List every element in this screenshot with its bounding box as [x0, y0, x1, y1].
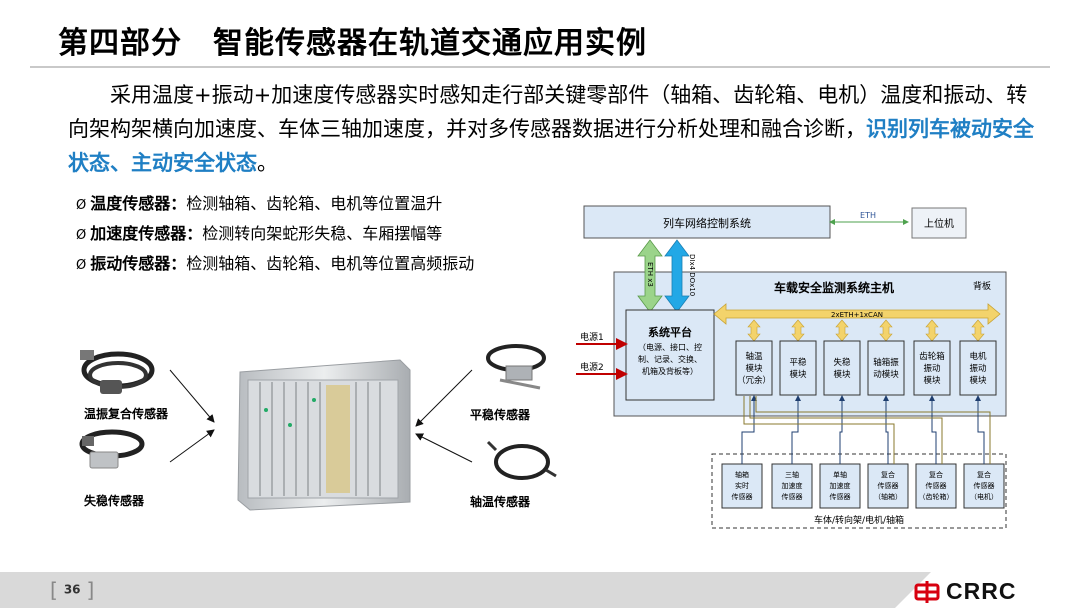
arrow-to-chassis — [416, 370, 472, 426]
intro-end: 。 — [257, 151, 278, 175]
bullet-desc: 检测轴箱、齿轮箱、电机等位置高频振动 — [186, 254, 474, 273]
ride-sensor-label: 平稳传感器 — [470, 406, 530, 423]
sensor-label: （电机） — [970, 492, 998, 501]
module-label: 振动 — [969, 363, 987, 374]
sensor-label: 实时 — [735, 481, 749, 490]
instability-sensor-icon — [82, 432, 142, 468]
eth-label: ETH — [860, 211, 876, 220]
bullet-item: Ø 温度传感器：检测轴箱、齿轮箱、电机等位置温升 — [76, 190, 474, 220]
page-number-value: 36 — [64, 583, 81, 597]
sensor-label: 传感器 — [974, 481, 995, 490]
sensor-label: 传感器 — [926, 481, 947, 490]
axle-temp-sensor-label: 轴温传感器 — [470, 493, 530, 510]
power2-label: 电源2 — [580, 361, 604, 373]
module-box — [824, 341, 860, 395]
sensor-label: 加速度 — [782, 481, 803, 490]
footer-bar — [0, 572, 895, 608]
sensor-label: 传感器 — [782, 492, 803, 501]
axle-temp-sensor-icon — [488, 442, 556, 478]
sensor-label: 传感器 — [878, 481, 899, 490]
module-box — [780, 341, 816, 395]
upper-computer-label: 上位机 — [924, 217, 954, 230]
sensor-label: 复合 — [881, 470, 895, 479]
bullet-label: 温度传感器： — [90, 194, 186, 213]
module-label: 模块 — [833, 369, 851, 380]
sensor-label: 传感器 — [830, 492, 851, 501]
bullet-marker: Ø — [76, 258, 86, 273]
module-label: 失稳 — [833, 357, 851, 368]
crrc-logo-icon — [914, 581, 940, 603]
system-architecture-diagram: 列车网络控制系统 ETH 上位机 车载安全监测系统主机 背板 ETH x3 DI… — [572, 196, 1012, 536]
module-label: 动模块 — [873, 369, 899, 380]
sensor-label: 单轴 — [833, 470, 847, 479]
bullet-label: 振动传感器： — [90, 254, 186, 273]
bus-label: 2xETH+1xCAN — [831, 311, 883, 319]
platform-line: 制、记录、交换、 — [638, 354, 702, 364]
module-label: 电机 — [969, 351, 987, 362]
sensor-label: 复合 — [929, 470, 943, 479]
sensor-label: 轴箱 — [735, 470, 749, 479]
platform-title: 系统平台 — [648, 325, 692, 339]
brand-logo: CRRC — [914, 578, 1016, 605]
bullet-marker: Ø — [76, 198, 86, 213]
intro-paragraph: 采用温度+振动+加速度传感器实时感知走行部关键零部件（轴箱、齿轮箱、电机）温度和… — [68, 78, 1038, 180]
backplane-label: 背板 — [973, 280, 991, 292]
sensor-label: 复合 — [977, 470, 991, 479]
brand-name: CRRC — [946, 578, 1016, 605]
bullet-desc: 检测轴箱、齿轮箱、电机等位置温升 — [186, 194, 442, 213]
module-label: 模块 — [969, 375, 987, 386]
arrow-to-chassis — [170, 370, 214, 422]
module-label: 轴箱振 — [873, 357, 899, 368]
page-title: 第四部分 智能传感器在轨道交通应用实例 — [58, 18, 647, 62]
module-box — [868, 341, 904, 395]
host-title: 车载安全监测系统主机 — [774, 280, 894, 295]
sensor-group-label: 车体/转向架/电机/轴箱 — [814, 514, 904, 526]
module-label: 齿轮箱 — [919, 351, 945, 362]
host-chassis-photo — [238, 360, 410, 510]
eth-x3-label: ETH x3 — [646, 262, 654, 287]
bullet-marker: Ø — [76, 228, 86, 243]
module-label: 模块 — [789, 369, 807, 380]
title-divider — [30, 66, 1050, 68]
instability-sensor-label: 失稳传感器 — [84, 492, 144, 509]
bullet-desc: 检测转向架蛇形失稳、车厢摆幅等 — [202, 224, 442, 243]
page-number: [36] — [44, 578, 100, 602]
sensor-label: 传感器 — [732, 492, 753, 501]
module-label: （冗余） — [737, 375, 771, 386]
sensor-label: 加速度 — [830, 481, 851, 490]
module-label: 模块 — [923, 375, 941, 386]
power1-label: 电源1 — [580, 331, 604, 343]
ride-sensor-icon — [488, 346, 544, 388]
platform-line: 机箱及背板等） — [642, 366, 698, 376]
sensor-label: 三轴 — [785, 470, 799, 479]
module-label: 轴温 — [745, 351, 763, 362]
sensor-label: （齿轮箱） — [919, 492, 954, 501]
bullet-label: 加速度传感器： — [90, 224, 202, 243]
sensor-bullet-list: Ø 温度传感器：检测轴箱、齿轮箱、电机等位置温升 Ø 加速度传感器：检测转向架蛇形失… — [76, 190, 474, 280]
sensor-label: （轴箱） — [874, 492, 902, 501]
module-label: 平稳 — [789, 357, 807, 368]
temp-vib-sensor-label: 温振复合传感器 — [84, 405, 168, 422]
module-label: 振动 — [923, 363, 941, 374]
module-label: 模块 — [745, 363, 763, 374]
bullet-item: Ø 振动传感器：检测轴箱、齿轮箱、电机等位置高频振动 — [76, 250, 474, 280]
bullet-item: Ø 加速度传感器：检测转向架蛇形失稳、车厢摆幅等 — [76, 220, 474, 250]
network-control-label: 列车网络控制系统 — [663, 216, 751, 230]
temp-vib-sensor-icon — [80, 350, 152, 394]
platform-line: （电源、接口、控 — [638, 342, 702, 352]
arrow-to-chassis — [416, 434, 472, 462]
dio-label: DIx4 DOx10 — [688, 254, 696, 296]
arrow-to-chassis — [170, 430, 214, 462]
